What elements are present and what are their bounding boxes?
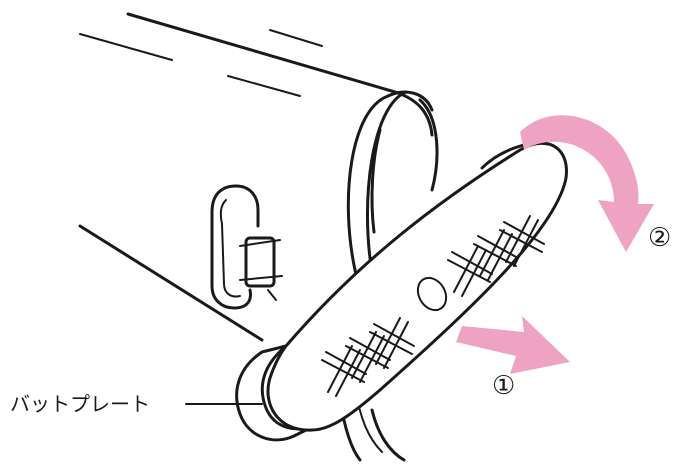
- step-pull-label: ①: [492, 371, 515, 401]
- butt-plate: [237, 143, 567, 440]
- part-label: バットプレート: [10, 392, 150, 416]
- sling-swivel: [212, 186, 282, 308]
- step-rotate-label: ②: [648, 223, 671, 253]
- pull-arrow: [456, 316, 570, 374]
